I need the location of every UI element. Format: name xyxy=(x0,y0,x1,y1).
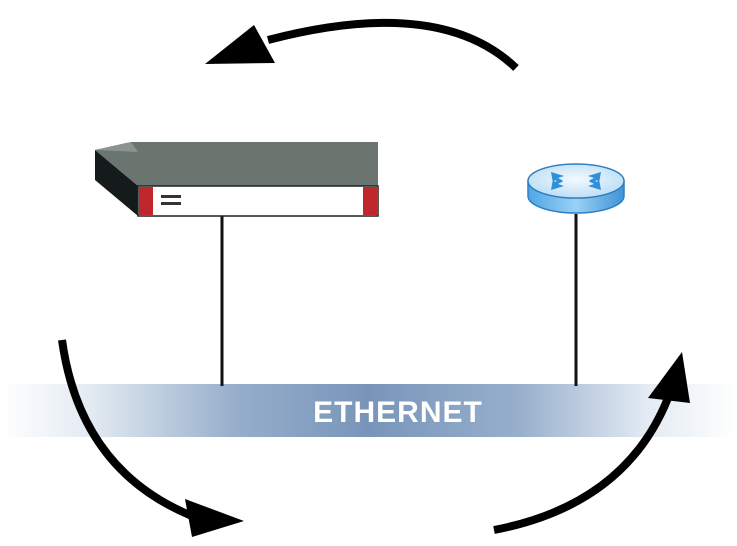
router-icon xyxy=(527,163,625,214)
bottom-right-arrow xyxy=(493,352,690,534)
ethernet-label: ETHERNET xyxy=(313,396,483,429)
bottom-left-arrow xyxy=(58,339,244,537)
top-arrow xyxy=(205,18,519,71)
ethernet-bus: ETHERNET xyxy=(0,384,737,437)
security-appliance-icon xyxy=(95,142,379,217)
